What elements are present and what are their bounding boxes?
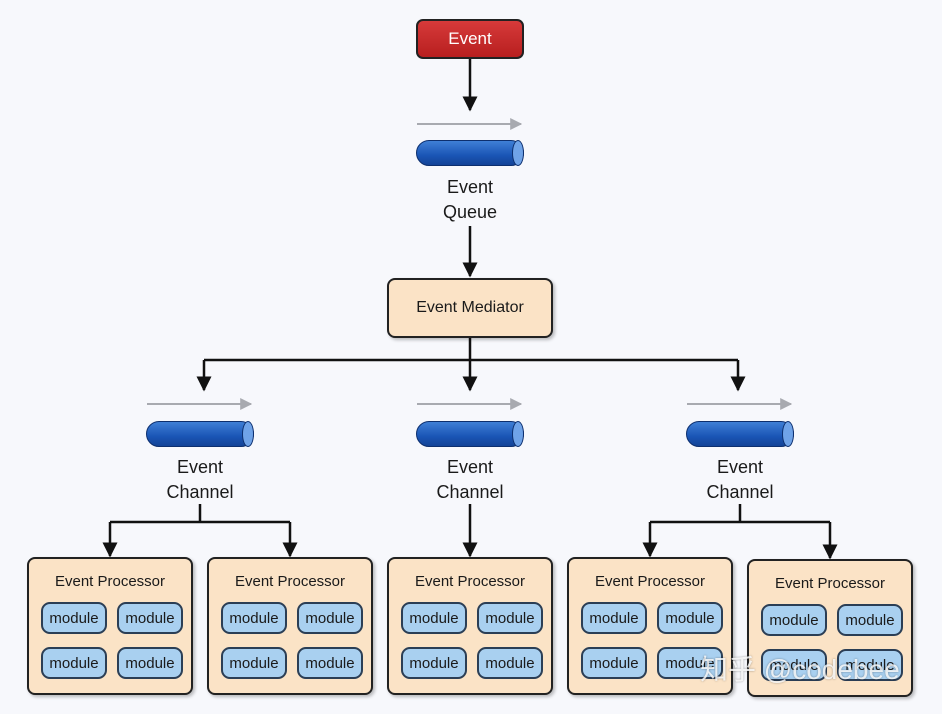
- event-processor-5: Event Processor module module module mod…: [747, 559, 913, 697]
- module: module: [761, 649, 827, 681]
- event-processor-title: Event Processor: [774, 575, 886, 592]
- module: module: [477, 647, 543, 679]
- watermark-text: 知乎 @codebee: [700, 654, 900, 685]
- module: module: [297, 602, 363, 634]
- event-channel-label-1: Event Channel: [166, 457, 234, 502]
- module: module: [581, 602, 647, 634]
- event-processor-title: Event Processor: [54, 573, 166, 590]
- module: module: [401, 602, 467, 634]
- event-processor-1: Event Processor module module module mod…: [27, 557, 193, 695]
- event-channel-pipe-3: [686, 421, 794, 447]
- module: module: [581, 647, 647, 679]
- module: module: [657, 602, 723, 634]
- event-processor-4: Event Processor module module module mod…: [567, 557, 733, 695]
- module: module: [837, 649, 903, 681]
- event-mediator-label: Event Mediator: [416, 299, 524, 316]
- module: module: [41, 647, 107, 679]
- module: module: [401, 647, 467, 679]
- event-box: Event: [416, 19, 524, 59]
- module: module: [117, 647, 183, 679]
- event-channel-label-2: Event Channel: [436, 457, 504, 502]
- event-label: Event: [448, 29, 492, 48]
- module: module: [221, 647, 287, 679]
- event-queue-label: Event Queue: [442, 177, 498, 222]
- event-processor-2: Event Processor module module module mod…: [207, 557, 373, 695]
- module: module: [41, 602, 107, 634]
- event-mediator-box: Event Mediator: [387, 278, 553, 338]
- event-processor-title: Event Processor: [594, 573, 706, 590]
- event-processor-title: Event Processor: [234, 573, 346, 590]
- module: module: [117, 602, 183, 634]
- event-channel-pipe-1: [146, 421, 254, 447]
- module: module: [297, 647, 363, 679]
- event-channel-label-3: Event Channel: [706, 457, 774, 502]
- module: module: [477, 602, 543, 634]
- module: module: [221, 602, 287, 634]
- event-channel-pipe-2: [416, 421, 524, 447]
- event-processor-3: Event Processor module module module mod…: [387, 557, 553, 695]
- module: module: [761, 604, 827, 636]
- event-processor-title: Event Processor: [414, 573, 526, 590]
- module: module: [837, 604, 903, 636]
- event-queue-pipe: [416, 140, 524, 166]
- module: module: [657, 647, 723, 679]
